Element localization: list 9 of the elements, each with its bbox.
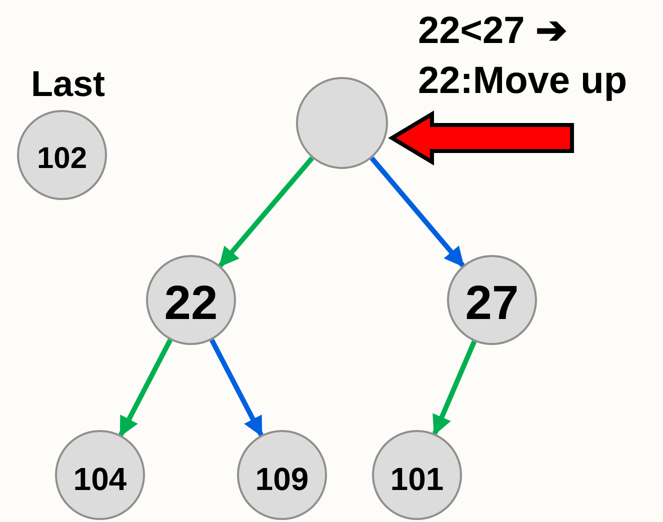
arrow (218, 156, 314, 268)
node-caption: Last (31, 66, 106, 102)
arrow (432, 340, 477, 436)
arrow (118, 338, 172, 437)
note-text: 22:Move up (418, 62, 628, 100)
arrow (210, 338, 264, 437)
note-text: 22<27 ➔ (418, 12, 568, 50)
arrow (370, 156, 465, 268)
block-arrow (388, 110, 574, 166)
